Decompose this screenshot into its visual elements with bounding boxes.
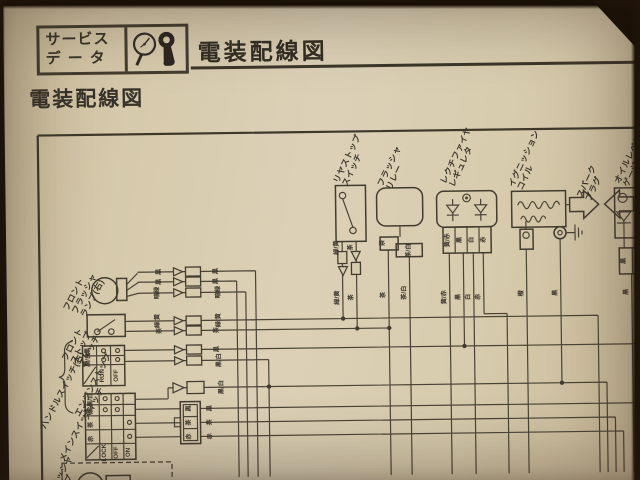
wire-color-label: 黒: [154, 268, 162, 275]
wire-color-label: 黒: [551, 289, 559, 296]
connector-pair: [173, 355, 203, 366]
rear-stop-switch: [334, 184, 367, 243]
wire-color-label: 赤: [479, 236, 487, 243]
junction-dots: [266, 316, 565, 389]
wire-color-label: 黒: [83, 347, 91, 354]
wire-color-label: 茶: [347, 294, 355, 302]
connector-pair: [172, 380, 205, 395]
wire-color-label: 暗緑: [214, 285, 222, 298]
main-switch-connector: [173, 400, 202, 445]
connector-pair: [173, 287, 202, 298]
connector-pair: [173, 315, 202, 326]
connector-pair: [173, 325, 202, 336]
wire-color-label: 黒: [619, 257, 627, 264]
wire-color-label: 黒: [211, 267, 219, 274]
wire-color-label: LOCK: [101, 443, 108, 461]
wire-color-label: 緑/黄: [153, 313, 161, 328]
wire-color-label: 茶: [155, 327, 163, 335]
front-flasher-lamp-right: [90, 276, 128, 305]
wire-color-label: ON: [125, 447, 132, 457]
wire-color-label: 黒: [454, 293, 462, 300]
wire-color-label: 緑/黄: [332, 240, 340, 255]
rectifier-regulator: [435, 189, 498, 255]
main-switch: [84, 392, 137, 461]
wire-color-label: 暗緑: [153, 286, 161, 299]
wire-color-label: 茶: [212, 326, 220, 334]
connector-pair-vertical: [337, 250, 349, 277]
bullet-connectors: [172, 250, 362, 395]
wire-color-label: 黒/白: [215, 353, 223, 367]
handle-switch-bracket: [58, 340, 74, 414]
component-label: ランプ: [54, 473, 75, 480]
wire-color-label: 白: [464, 294, 472, 300]
wire-color-label: 茶: [205, 418, 213, 426]
wire-color-label: OFF: [113, 446, 120, 459]
wire-color-label: 黒: [212, 345, 220, 352]
wire-color-label: 橙: [517, 289, 525, 296]
ignition-coil: [510, 189, 583, 251]
wire-color-label: 赤: [87, 435, 95, 442]
wire-color-label: 黒: [212, 277, 220, 284]
wire-color-label: 茶: [346, 244, 354, 252]
wire-color-label: 赤: [474, 293, 482, 300]
wire-color-label: 白: [467, 237, 475, 243]
wire-color-label: 黄/赤: [443, 232, 451, 247]
wire-color-label: 黒: [155, 278, 163, 285]
wire-color-label: 黒/白: [217, 380, 225, 394]
wire-color-label: 黒: [184, 405, 192, 412]
wire-color-label: 黒: [205, 404, 213, 411]
connector-pair: [172, 276, 202, 287]
wire-color-label: 茶/白: [400, 286, 408, 301]
wire-color-label: 茶/白: [404, 244, 412, 259]
wire-color-label: 茶: [86, 421, 94, 429]
connector-pair: [172, 266, 202, 277]
wire-color-label: 黒/白: [86, 393, 94, 407]
connector-pair-vertical: [350, 250, 362, 276]
wire-color-label: 緑/黄: [214, 312, 222, 327]
wire-color-label: 黄/赤: [440, 289, 448, 304]
wire-color-label: 黒/白: [84, 353, 92, 367]
wire-color-label: 赤: [185, 433, 193, 440]
service-data-badge: サービス データ: [36, 23, 189, 76]
connector-pair: [173, 344, 203, 355]
wire-color-label: 茶: [379, 291, 387, 299]
wire-color-label: 茶: [184, 419, 192, 427]
flasher-relay: [375, 186, 424, 258]
wire-color-label: 緑/黄: [333, 290, 341, 305]
wire-color-label: 赤: [206, 432, 214, 439]
wire-color-label: RUN: [99, 368, 106, 382]
front-stop-switch: [86, 313, 127, 338]
wire-color-label: 茶: [378, 239, 386, 247]
engine-stop-switch: [81, 344, 126, 387]
wire-color-label: 黒: [455, 236, 463, 243]
wire-color-label: OFF: [113, 369, 120, 382]
dial-gauge-and-micrometer-icon: [127, 27, 186, 72]
wire-color-label: 黒: [622, 288, 630, 295]
wire-color-label: 黒: [86, 407, 94, 414]
manual-page: サービス データ 電装配線図: [3, 0, 640, 480]
diagram-frame: [36, 126, 640, 480]
rear-flasher-lamp-dashed: [61, 461, 174, 480]
